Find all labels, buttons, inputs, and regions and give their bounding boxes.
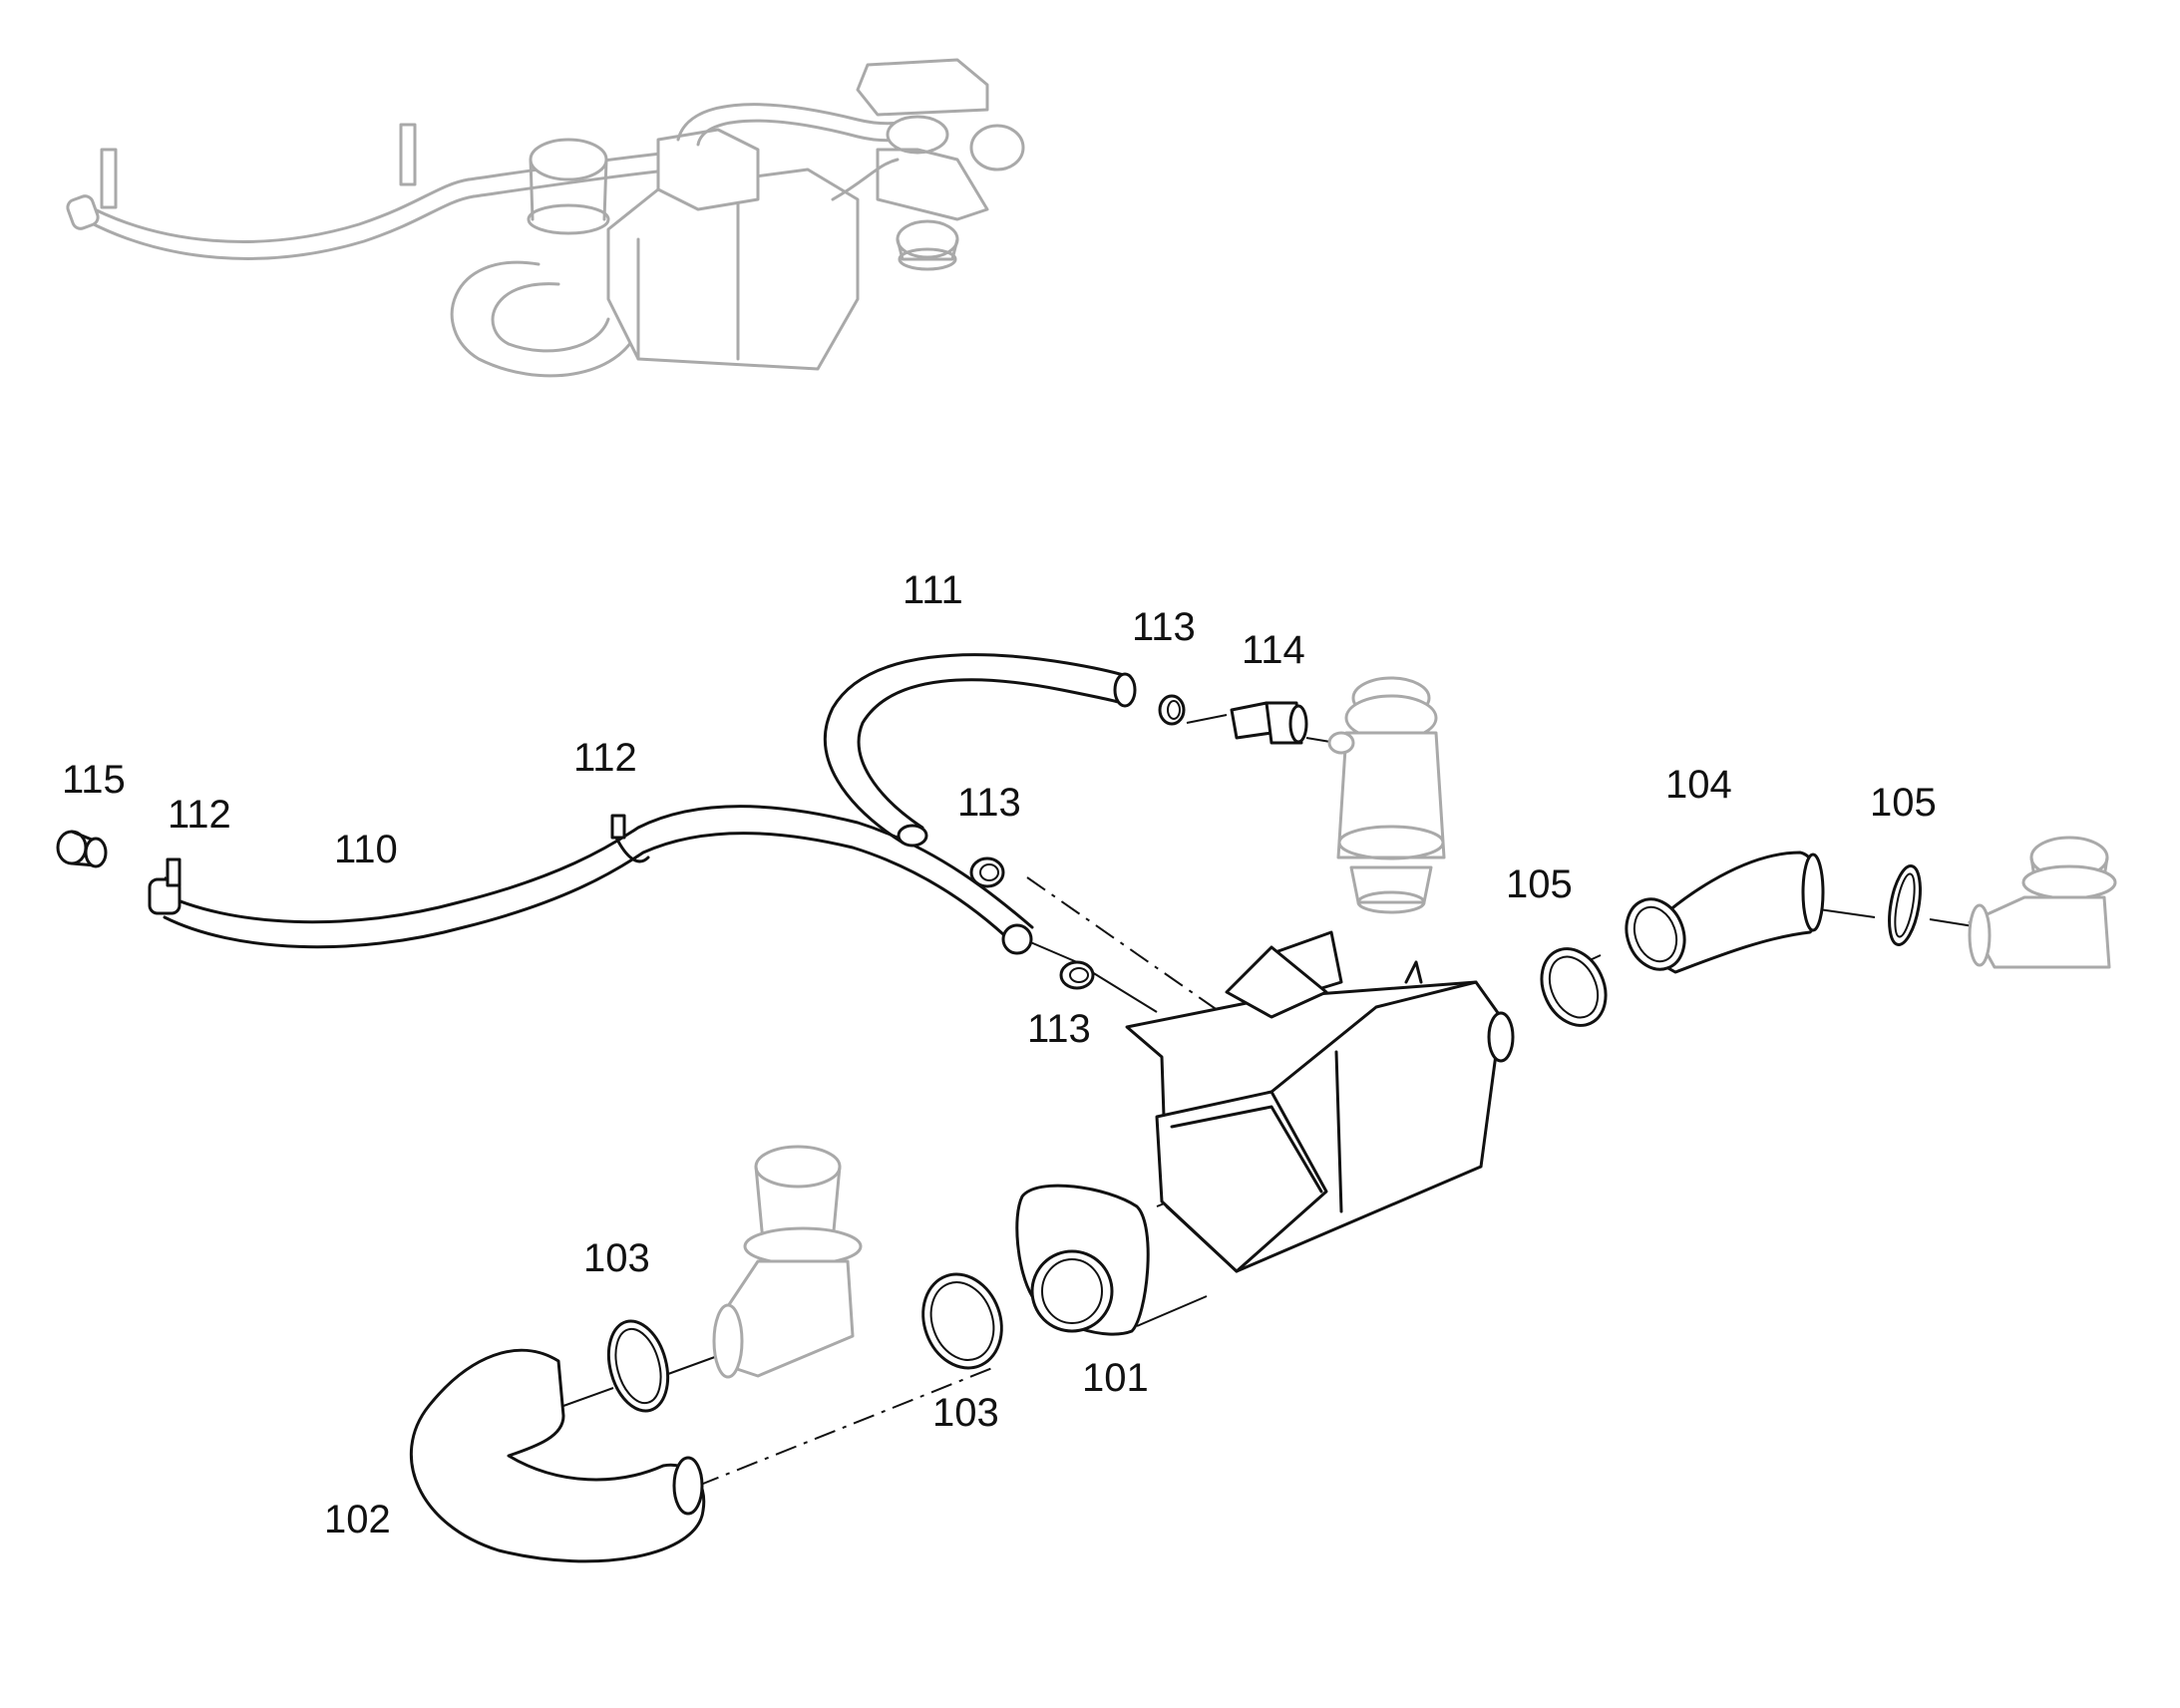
part-105-clamp-left <box>1540 947 1608 1027</box>
part-113-clamp-low <box>1059 960 1095 990</box>
label-110: 110 <box>334 828 398 871</box>
part-labels: 101 102 103 103 104 105 105 110 111 112 … <box>62 568 1937 1541</box>
label-102: 102 <box>324 1498 391 1541</box>
part-105-clamp-right <box>1888 864 1922 946</box>
label-112-mid: 112 <box>573 736 637 780</box>
label-103-lower: 103 <box>932 1391 999 1435</box>
fuel-pump <box>1327 676 1446 914</box>
part-103-clamp-left <box>606 1319 670 1413</box>
part-114-connector <box>1230 701 1308 745</box>
part-101-adapter <box>1015 1184 1150 1336</box>
label-101: 101 <box>1082 1356 1149 1400</box>
label-115: 115 <box>62 758 126 802</box>
exploded-view <box>56 653 2117 1563</box>
heater-body <box>1125 930 1515 1273</box>
label-113-low: 113 <box>1027 1007 1091 1051</box>
label-114: 114 <box>1242 628 1305 672</box>
duct-elbow-right <box>1968 836 2117 969</box>
label-103-upper: 103 <box>583 1236 650 1280</box>
label-105-right: 105 <box>1870 781 1937 825</box>
label-105-left: 105 <box>1506 862 1573 906</box>
label-104: 104 <box>1665 763 1732 807</box>
label-113-top: 113 <box>1132 605 1196 649</box>
part-102-elbow <box>410 1348 706 1563</box>
part-104-hose <box>1625 851 1825 974</box>
label-112-left: 112 <box>168 793 231 837</box>
part-115-end-cap <box>56 830 108 868</box>
part-110-hose <box>148 805 1034 955</box>
part-111-hose <box>823 653 1137 848</box>
label-111: 111 <box>903 568 963 612</box>
part-113-clamp-mid <box>969 856 1005 888</box>
assembled-overview <box>66 58 1025 378</box>
label-113-mid: 113 <box>957 781 1021 825</box>
part-103-clamp-right <box>921 1272 1003 1370</box>
part-113-clamp-top <box>1158 694 1186 726</box>
duct-elbow-lower <box>712 1145 863 1379</box>
